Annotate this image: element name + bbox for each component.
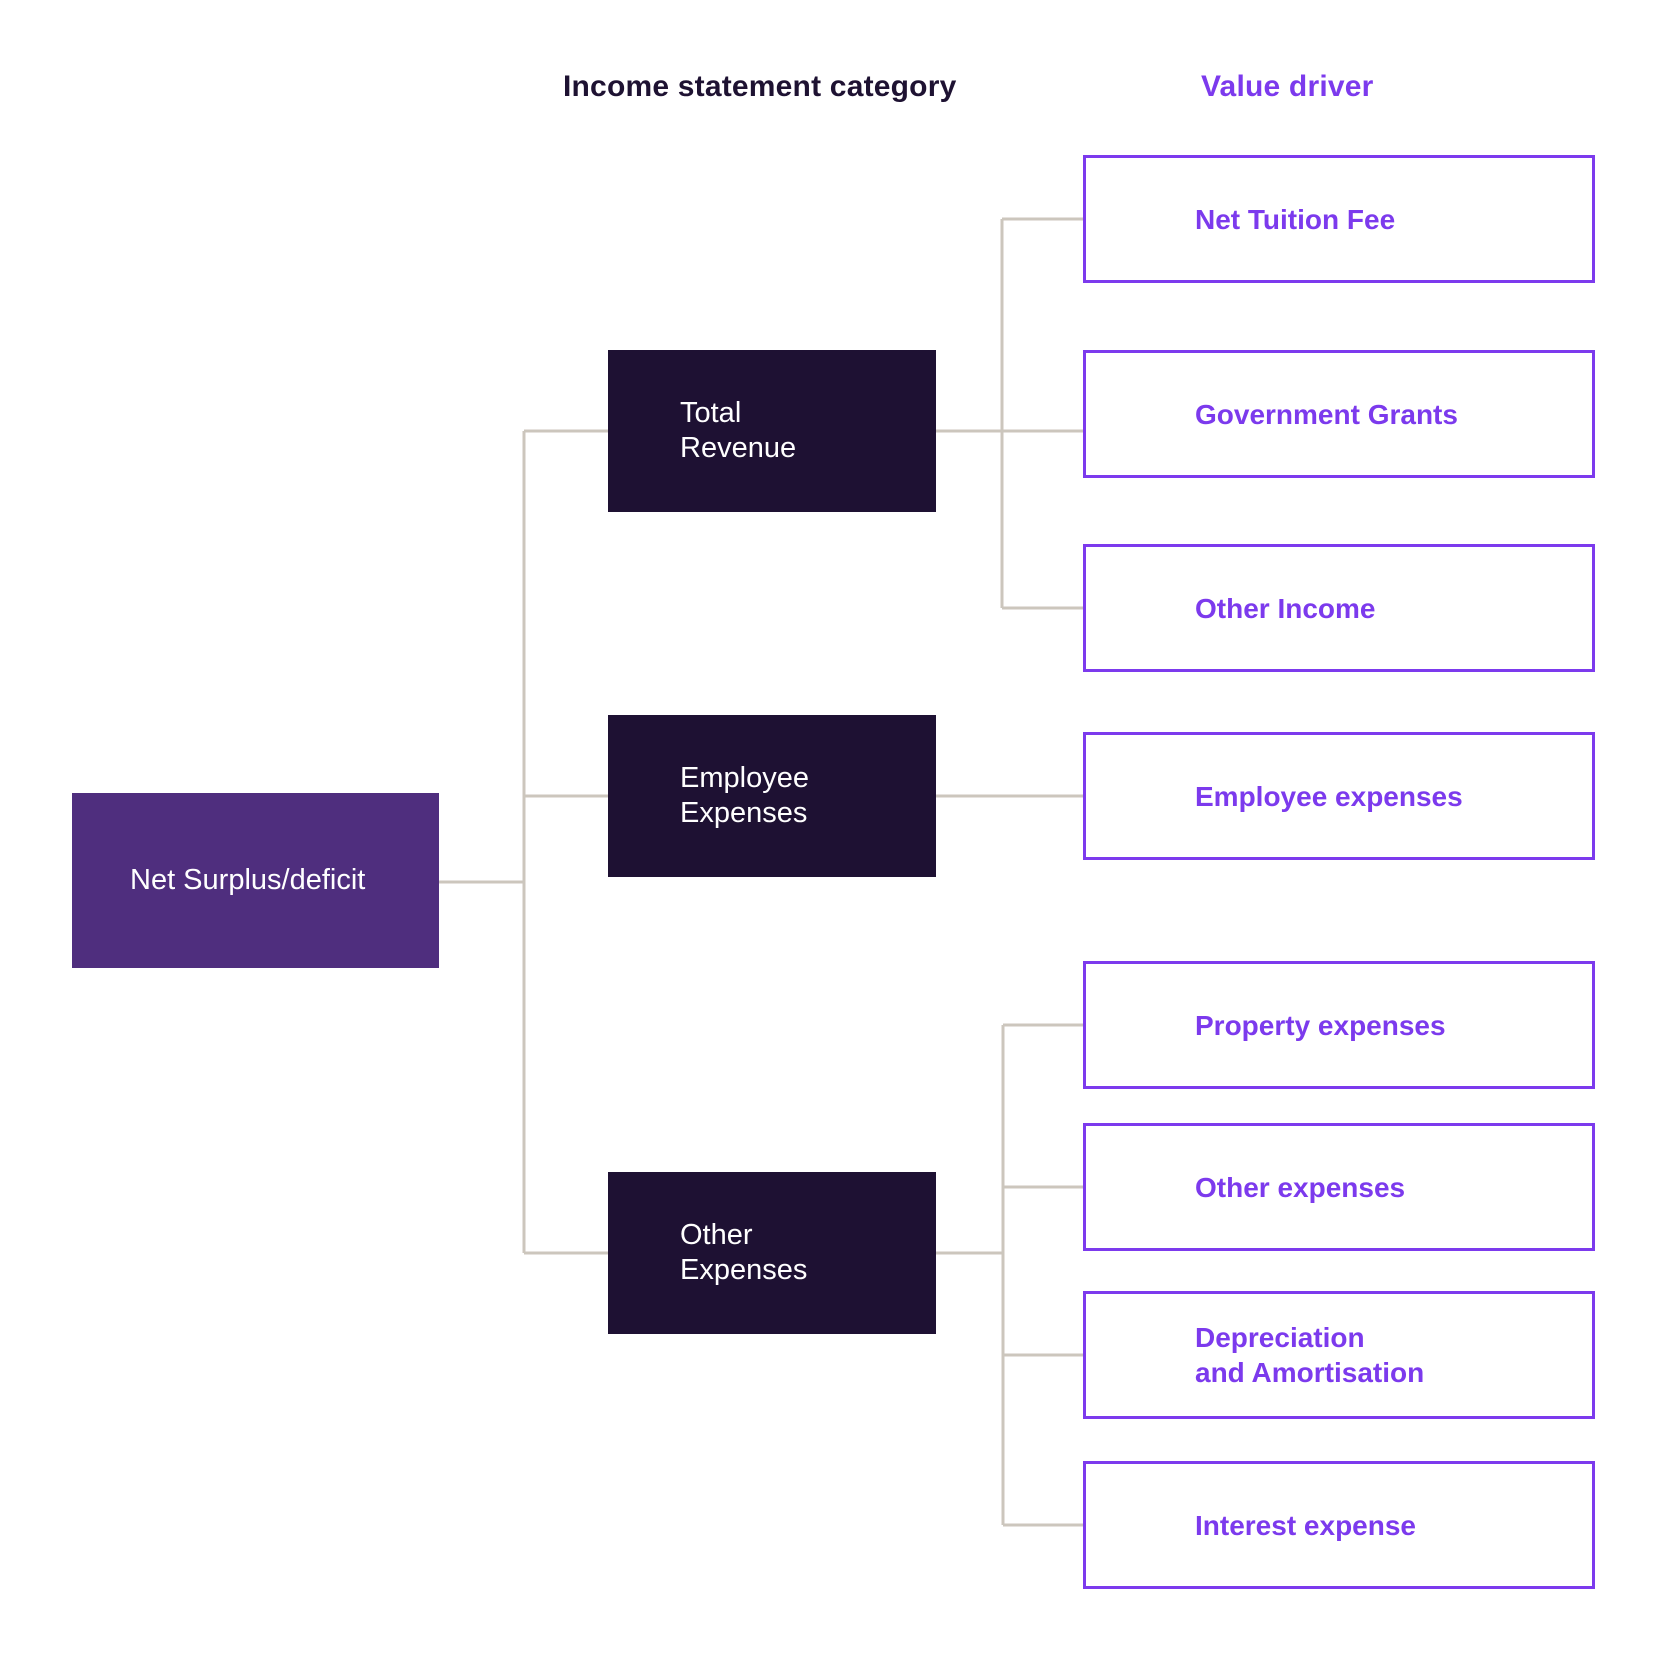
node-interest-expense: Interest expense: [1083, 1461, 1595, 1589]
node-net-surplus-deficit: Net Surplus/deficit: [72, 793, 439, 968]
node-property-expenses: Property expenses: [1083, 961, 1595, 1089]
value-driver-header: Value driver: [1201, 70, 1374, 103]
node-government-grants: Government Grants: [1083, 350, 1595, 478]
node-employee-expenses: Employee Expenses: [608, 715, 936, 877]
node-net-tuition-fee: Net Tuition Fee: [1083, 155, 1595, 283]
income-statement-category-header: Income statement category: [563, 70, 957, 103]
node-total-revenue: Total Revenue: [608, 350, 936, 512]
node-other-expenses-driver: Other expenses: [1083, 1123, 1595, 1251]
node-other-income: Other Income: [1083, 544, 1595, 672]
node-other-expenses: Other Expenses: [608, 1172, 936, 1334]
node-employee-expenses-driver: Employee expenses: [1083, 732, 1595, 860]
node-depreciation-amortisation: Depreciation and Amortisation: [1083, 1291, 1595, 1419]
